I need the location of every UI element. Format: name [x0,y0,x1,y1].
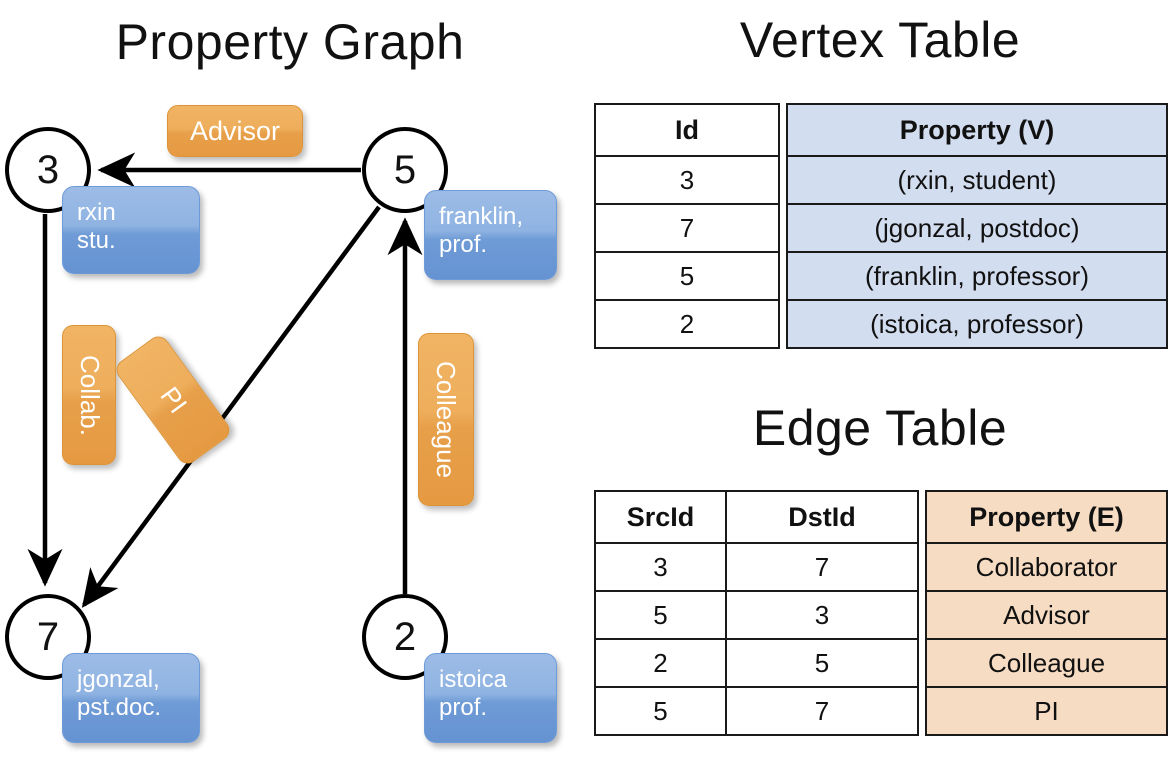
column-gap [779,104,787,156]
vertex-table: Id Property (V) 3 (rxin, student) 7 (jgo… [594,103,1168,349]
column-gap [918,591,926,639]
column-gap [918,491,926,543]
property-graph-diagram: 3 5 7 2 rxin stu. franklin, prof. jgonza… [5,105,557,743]
edge-cell-property: Collaborator [925,542,1168,592]
vertex-cell-property: (rxin, student) [786,155,1168,205]
edge-cell-src: 5 [594,590,727,640]
column-gap [779,300,787,348]
vertex-cell-property: (franklin, professor) [786,251,1168,301]
table-row: 5 (franklin, professor) [594,251,1168,301]
node-property-box-3: rxin stu. [62,186,200,274]
edge-cell-property: PI [925,686,1168,736]
edge-cell-property: Colleague [925,638,1168,688]
edge-cell-property: Advisor [925,590,1168,640]
node-property-box-2: istoica prof. [424,653,557,743]
column-gap [779,156,787,204]
table-header-row: SrcId DstId Property (E) [594,490,1168,544]
column-gap [918,543,926,591]
edge-label-text: Colleague [431,360,462,479]
vertex-cell-id: 5 [594,251,780,301]
vertex-cell-id: 7 [594,203,780,253]
vertex-table-header-id: Id [594,103,780,157]
graph-node-2[interactable]: 2 [362,594,448,680]
column-gap [918,687,926,735]
graph-edge-5-to-7 [81,205,381,608]
table-row: 3 7 Collaborator [594,542,1168,592]
node-property-line: prof. [439,231,488,258]
column-gap [779,204,787,252]
page-title-edge-table: Edge Table [752,400,1008,456]
vertex-cell-property: (istoica, professor) [786,299,1168,349]
node-property-line: istoica [439,666,508,693]
node-property-line: jgonzal, [77,666,160,693]
edge-cell-src: 3 [594,542,727,592]
edge-cell-src: 2 [594,638,727,688]
edge-cell-dst: 3 [725,590,919,640]
edge-table: SrcId DstId Property (E) 3 7 Collaborato… [594,490,1168,736]
node-property-line: rxin [77,199,116,226]
table-row: 5 3 Advisor [594,590,1168,640]
table-row: 2 (istoica, professor) [594,299,1168,349]
table-row: 5 7 PI [594,686,1168,736]
table-row: 2 5 Colleague [594,638,1168,688]
vertex-table-header-property: Property (V) [786,103,1168,157]
table-row: 7 (jgonzal, postdoc) [594,203,1168,253]
edge-label-collab: Collab. [62,325,116,465]
node-property-box-7: jgonzal, pst.doc. [62,653,200,743]
column-gap [918,639,926,687]
table-header-row: Id Property (V) [594,103,1168,157]
page-title-property-graph: Property Graph [115,14,465,70]
vertex-cell-property: (jgonzal, postdoc) [786,203,1168,253]
edge-cell-dst: 5 [725,638,919,688]
node-property-line: franklin, [439,203,524,230]
graph-node-5[interactable]: 5 [362,127,448,213]
graph-edges-layer [27,152,423,608]
edge-cell-src: 5 [594,686,727,736]
edge-table-header-srcid: SrcId [594,490,727,544]
node-property-line: prof. [439,694,488,721]
column-gap [779,252,787,300]
edge-table-header-property: Property (E) [925,490,1168,544]
edge-label-colleague: Colleague [418,333,474,506]
edge-label-advisor: Advisor [167,105,303,157]
vertex-cell-id: 2 [594,299,780,349]
node-property-line: pst.doc. [77,694,162,721]
edge-label-text: Collab. [74,354,105,436]
edge-cell-dst: 7 [725,686,919,736]
node-property-box-5: franklin, prof. [424,190,557,280]
page-title-vertex-table: Vertex Table [739,12,1021,68]
edge-table-header-dstid: DstId [725,490,919,544]
edge-label-text: Advisor [189,115,281,146]
table-row: 3 (rxin, student) [594,155,1168,205]
edge-cell-dst: 7 [725,542,919,592]
node-property-line: stu. [77,227,116,254]
edge-label-text: PI [154,380,193,419]
vertex-cell-id: 3 [594,155,780,205]
